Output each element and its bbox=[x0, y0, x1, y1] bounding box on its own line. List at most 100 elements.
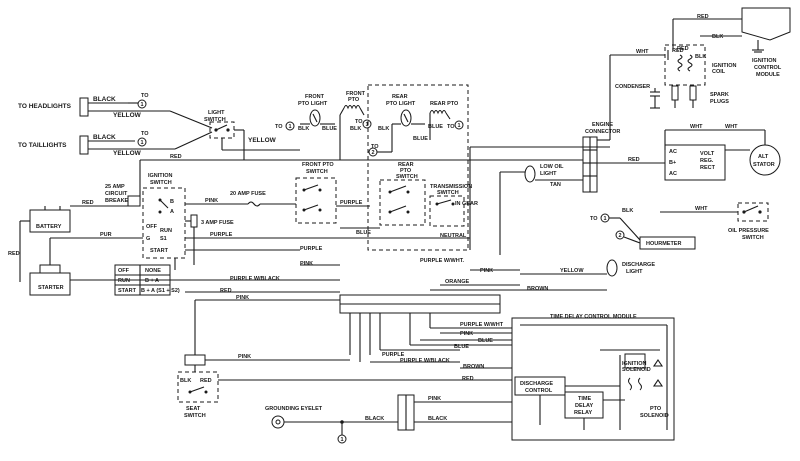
svg-text:REAR: REAR bbox=[392, 94, 408, 100]
low-oil-light: LOW OIL LIGHT TAN bbox=[524, 164, 583, 188]
svg-text:ALT: ALT bbox=[758, 154, 769, 160]
svg-text:WHT: WHT bbox=[690, 124, 703, 130]
svg-text:PURPLE W/BLACK: PURPLE W/BLACK bbox=[230, 276, 280, 282]
svg-text:REAR: REAR bbox=[398, 162, 414, 168]
svg-text:PURPLE W/WHT.: PURPLE W/WHT. bbox=[420, 258, 464, 264]
front-pto-coil: FRONT PTO BLK 1 TO bbox=[339, 91, 372, 160]
svg-text:OFF: OFF bbox=[146, 224, 158, 230]
svg-text:PURPLE W/WHT: PURPLE W/WHT bbox=[460, 322, 504, 328]
svg-text:BLACK: BLACK bbox=[365, 416, 384, 422]
svg-text:STATOR: STATOR bbox=[753, 162, 775, 168]
svg-text:IGNITION: IGNITION bbox=[622, 361, 646, 367]
front-pto-light: FRONT PTO LIGHT TO 1 BLK BLUE bbox=[275, 94, 337, 132]
svg-text:LOW OIL: LOW OIL bbox=[540, 164, 564, 170]
seat-switch: PINK BLK RED SEAT SWITCH bbox=[177, 354, 350, 419]
time-delay-control-module: TIME DELAY CONTROL MODULE IGNITION SOLEN… bbox=[511, 314, 675, 441]
svg-text:NEUTRAL: NEUTRAL bbox=[440, 233, 467, 239]
battery: BATTERY RED RED bbox=[8, 200, 128, 282]
taillights-yellow-label: YELLOW bbox=[113, 150, 142, 157]
svg-text:TO: TO bbox=[371, 144, 379, 150]
svg-text:SEAT: SEAT bbox=[186, 406, 201, 412]
svg-text:RECT: RECT bbox=[700, 165, 716, 171]
svg-text:TIME DELAY CONTROL MODULE: TIME DELAY CONTROL MODULE bbox=[550, 314, 637, 320]
svg-text:BLACK: BLACK bbox=[428, 416, 447, 422]
svg-text:SWITCH: SWITCH bbox=[150, 180, 172, 186]
headlights-black-label: BLACK bbox=[93, 96, 116, 103]
ignition-control-module: IGNITION CONTROL MODULE bbox=[741, 7, 791, 78]
svg-text:20 AMP FUSE: 20 AMP FUSE bbox=[230, 191, 266, 197]
svg-text:IGNITION: IGNITION bbox=[148, 173, 172, 179]
svg-text:MODULE: MODULE bbox=[756, 72, 780, 78]
light-switch-yellow-label: YELLOW bbox=[248, 137, 277, 144]
rear-pto-coil: REAR PTO BLUE TO 1 BLUE bbox=[413, 101, 464, 142]
ignition-switch: IGNITION SWITCH B A OFF RUN G S1 START bbox=[142, 173, 186, 259]
svg-text:RED: RED bbox=[82, 200, 94, 206]
svg-text:START: START bbox=[150, 248, 169, 254]
svg-text:BLK: BLK bbox=[378, 126, 389, 132]
svg-text:BATTERY: BATTERY bbox=[36, 224, 62, 230]
svg-text:PINK: PINK bbox=[300, 261, 313, 267]
svg-text:RED: RED bbox=[170, 154, 182, 160]
front-pto-switch: FRONT PTO SWITCH PURPLE bbox=[295, 162, 370, 224]
svg-text:RED: RED bbox=[200, 378, 212, 384]
light-switch: LIGHT SWITCH YELLOW bbox=[204, 110, 300, 161]
svg-text:1: 1 bbox=[341, 437, 344, 443]
starter: STARTER PUR bbox=[29, 232, 194, 296]
svg-text:BREAKER: BREAKER bbox=[105, 198, 132, 204]
svg-text:START: START bbox=[118, 288, 137, 294]
svg-text:HOURMETER: HOURMETER bbox=[646, 241, 681, 247]
svg-text:ORANGE: ORANGE bbox=[445, 279, 469, 285]
svg-text:B + A (S1 + S2): B + A (S1 + S2) bbox=[141, 288, 180, 294]
svg-text:S1: S1 bbox=[160, 236, 167, 242]
to-label: TO bbox=[141, 93, 149, 99]
svg-text:RED: RED bbox=[672, 48, 684, 54]
svg-text:1: 1 bbox=[366, 122, 369, 128]
svg-text:CONDENSER: CONDENSER bbox=[615, 84, 650, 90]
svg-text:NONE: NONE bbox=[145, 268, 161, 274]
svg-text:PURPLE W/BLACK: PURPLE W/BLACK bbox=[400, 358, 450, 364]
svg-text:TO: TO bbox=[355, 119, 363, 125]
svg-text:TAN: TAN bbox=[550, 182, 561, 188]
svg-text:RED: RED bbox=[697, 14, 709, 20]
rear-pto-light: REAR PTO LIGHT BLK TO 2 bbox=[368, 94, 425, 157]
svg-text:STARTER: STARTER bbox=[38, 285, 64, 291]
alt-stator: ALT STATOR WHT WHT bbox=[664, 124, 781, 176]
svg-text:SWITCH: SWITCH bbox=[742, 235, 764, 241]
svg-text:2: 2 bbox=[372, 150, 375, 156]
svg-text:B+: B+ bbox=[669, 160, 676, 166]
to-taillights-label: TO TAILLIGHTS bbox=[18, 142, 67, 149]
svg-text:TO: TO bbox=[141, 131, 149, 137]
svg-text:PTO: PTO bbox=[650, 406, 662, 412]
svg-text:BLK: BLK bbox=[350, 126, 361, 132]
svg-text:BLUE: BLUE bbox=[413, 136, 428, 142]
svg-text:RUN: RUN bbox=[118, 278, 130, 284]
svg-text:REAR PTO: REAR PTO bbox=[430, 101, 459, 107]
svg-text:PINK: PINK bbox=[428, 396, 441, 402]
svg-text:SPARK: SPARK bbox=[710, 92, 729, 98]
svg-text:PINK: PINK bbox=[236, 295, 249, 301]
svg-text:DISCHARGE: DISCHARGE bbox=[622, 262, 655, 268]
oil-pressure-switch: OIL PRESSURE SWITCH WHT bbox=[660, 202, 769, 241]
svg-text:FRONT PTO: FRONT PTO bbox=[302, 162, 334, 168]
svg-text:CONNECTOR: CONNECTOR bbox=[585, 129, 620, 135]
svg-text:IN GEAR: IN GEAR bbox=[455, 201, 478, 207]
svg-text:B: B bbox=[170, 199, 174, 205]
svg-text:PTO LIGHT: PTO LIGHT bbox=[298, 101, 328, 107]
svg-text:PURPLE: PURPLE bbox=[300, 246, 323, 252]
svg-text:GROUNDING EYELET: GROUNDING EYELET bbox=[265, 406, 323, 412]
svg-text:3 AMP FUSE: 3 AMP FUSE bbox=[201, 220, 234, 226]
svg-text:RED: RED bbox=[628, 157, 640, 163]
svg-text:COIL: COIL bbox=[712, 69, 726, 75]
to-headlights-label: TO HEADLIGHTS bbox=[18, 103, 72, 110]
central-harness-connector bbox=[339, 294, 501, 314]
svg-text:FRONT: FRONT bbox=[346, 91, 366, 97]
fuse-20amp: 20 AMP FUSE PINK bbox=[185, 191, 296, 207]
svg-text:TO: TO bbox=[590, 216, 598, 222]
svg-text:YELLOW: YELLOW bbox=[560, 268, 584, 274]
svg-text:RELAY: RELAY bbox=[574, 410, 592, 416]
transmission-switch: TRANSMISSION SWITCH IN GEAR NEUTRAL bbox=[429, 184, 478, 239]
svg-text:IGNITION: IGNITION bbox=[752, 58, 776, 64]
svg-text:TRANSMISSION: TRANSMISSION bbox=[430, 184, 472, 190]
svg-text:PINK: PINK bbox=[205, 198, 218, 204]
